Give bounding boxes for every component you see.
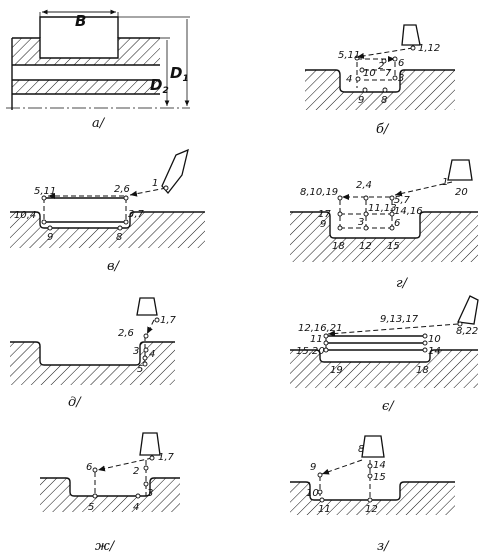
point-d-1: 2,6 (118, 328, 134, 339)
point-b-9: 8 (381, 95, 387, 106)
point-g-0: 8,10,19 (300, 187, 338, 198)
point-d-0: 1,7 (160, 315, 177, 326)
point-e-4: 10 (428, 334, 441, 345)
point-z-4: 10 (306, 488, 319, 499)
point-b-4: 10 (363, 68, 376, 79)
panel-b-caption: б/ (376, 122, 390, 137)
point-g-4: 5,7 (394, 195, 411, 206)
point-b-6: 7 (385, 68, 392, 79)
point-e-2: 8,22 (456, 326, 478, 337)
point-zh-2: 2 (133, 466, 139, 477)
dim-b-label: B (75, 12, 86, 30)
point-v-4: 3,7 (128, 209, 145, 220)
point-z-2: 14 (373, 460, 386, 471)
point-v-2: 1 (152, 178, 158, 189)
dim-d2-label: D2 (150, 76, 169, 96)
point-b-8: 9 (358, 95, 364, 106)
cutting-tool (401, 24, 421, 46)
point-b-2: 2 (378, 61, 384, 72)
point-e-5: 14 (428, 346, 441, 357)
point-d-2: 3 (133, 346, 139, 357)
panel-zh-caption: ж/ (95, 539, 116, 554)
point-g-12: 12 (359, 241, 372, 252)
point-zh-3: 3 (147, 488, 153, 499)
point-g-1: 2,4 (356, 180, 372, 191)
panel-e-caption: є/ (382, 399, 395, 414)
point-b-3: 6 (398, 58, 404, 69)
panel-v-caption: в/ (107, 259, 121, 274)
point-g-10: 6 (394, 218, 400, 229)
panel-b-diagram: 5,11 1,12 2 6 10 4 7 3 9 8 б/ (305, 24, 455, 137)
cutting-tool (447, 159, 473, 181)
panel-v-diagram: 5,11 2,6 1 10,4 3,7 9 8 в/ (10, 148, 205, 274)
cutting-tool (139, 432, 161, 456)
panel-e-diagram: 12,16,21 9,13,17 8,22 11 10 14 15,20 19 … (290, 295, 479, 414)
point-zh-4: 5 (88, 502, 94, 513)
point-g-7: 17 (318, 209, 331, 220)
point-b-7: 3 (398, 73, 404, 84)
point-g-13: 15 (387, 241, 400, 252)
point-v-0: 5,11 (34, 186, 56, 197)
point-v-1: 2,6 (114, 184, 130, 195)
dim-d1-label: D1 (170, 64, 189, 84)
point-b-1: 1,12 (418, 43, 440, 54)
point-e-7: 19 (330, 365, 343, 376)
point-v-6: 8 (116, 232, 122, 243)
point-z-5: 11 (318, 504, 331, 515)
point-z-0: 8 (358, 444, 364, 455)
panel-z-diagram: 8 9 14 15 10 11 12 з/ (290, 435, 455, 554)
point-d-4: 5 (137, 364, 143, 375)
point-zh-1: 1,7 (158, 452, 175, 463)
cutting-tool (361, 435, 385, 458)
cutting-tool (457, 295, 479, 325)
cutting-tool (136, 297, 158, 316)
point-g-6: 14,16 (394, 206, 423, 217)
point-g-9: 3 (358, 217, 364, 228)
point-z-3: 15 (373, 472, 386, 483)
point-v-3: 10,4 (14, 210, 36, 221)
cutting-tool (161, 148, 189, 195)
point-zh-5: 4 (133, 502, 139, 513)
point-zh-0: 6 (86, 462, 92, 473)
point-g-11: 18 (332, 241, 345, 252)
point-g-5: 11,13 (368, 203, 397, 214)
point-b-5: 4 (346, 74, 352, 85)
panel-d-caption: д/ (68, 395, 82, 410)
point-e-0: 12,16,21 (298, 323, 343, 334)
point-g-8: 9 (320, 219, 326, 230)
point-z-1: 9 (310, 462, 316, 473)
panel-g-diagram: 8,10,19 2,4 1 20 5,7 11,13 14,16 17 9 3 … (290, 159, 478, 291)
point-e-6: 15,20 (296, 346, 325, 357)
point-z-6: 12 (365, 504, 378, 515)
point-d-3: 4 (149, 349, 155, 360)
panel-a-caption: а/ (92, 116, 106, 131)
point-g-2: 1 (442, 177, 448, 188)
panel-d-diagram: 1,7 2,6 3 4 5 д/ (10, 297, 177, 410)
point-e-8: 18 (416, 365, 429, 376)
panel-g-caption: г/ (396, 276, 409, 291)
point-e-3: 11 (310, 334, 323, 345)
point-g-3: 20 (455, 187, 468, 198)
point-v-5: 9 (47, 232, 53, 243)
panel-z-caption: з/ (377, 539, 390, 554)
panel-zh-diagram: 6 1,7 2 3 5 4 ж/ (40, 432, 180, 554)
point-e-1: 9,13,17 (380, 314, 419, 325)
panel-a-shaft-section: B D2 D1 а/ (6, 9, 190, 131)
point-b-0: 5,11 (338, 50, 360, 61)
